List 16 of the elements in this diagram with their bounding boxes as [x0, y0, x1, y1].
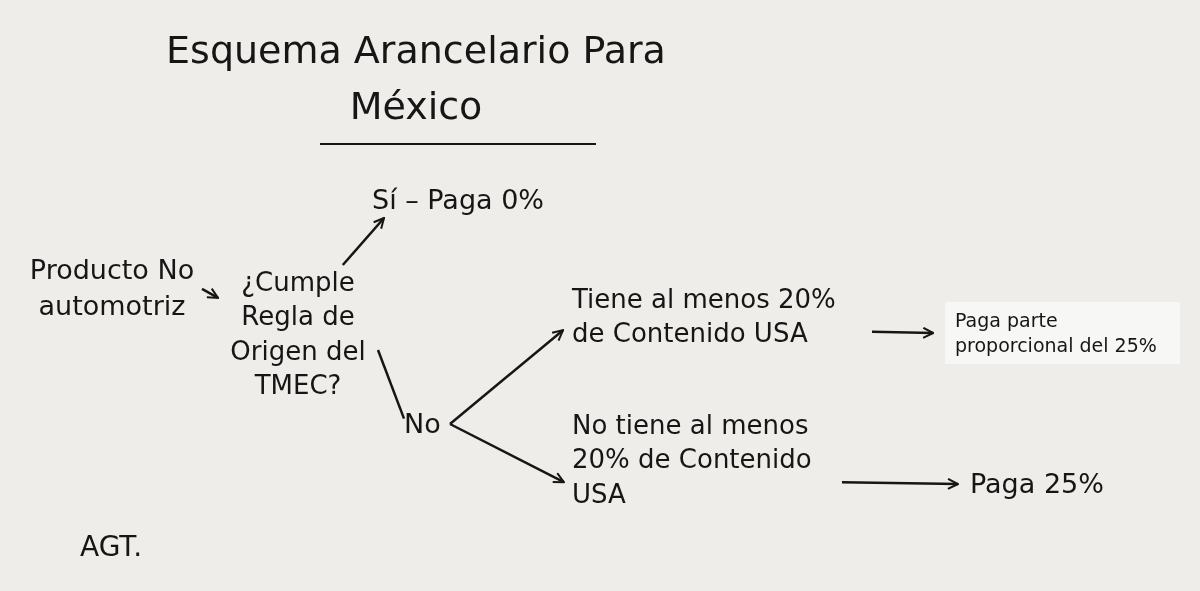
- diagram-title: Esquema Arancelario Para México: [165, 27, 667, 130]
- step-text: Paga 25%: [970, 466, 1120, 502]
- arrow: [449, 329, 564, 425]
- step-text: Sí – Paga 0%: [372, 182, 612, 218]
- arrow: [449, 422, 565, 484]
- arrow: [871, 326, 935, 339]
- arrow: [201, 287, 219, 299]
- arrow: [341, 217, 385, 266]
- step-text: Tiene al menos 20% de Contenido USA: [572, 282, 872, 351]
- step-text: Producto No automotriz: [22, 252, 202, 324]
- step-text: No tiene al menos 20% de Contenido USA: [572, 408, 842, 511]
- result-box: Paga parte proporcional del 25%: [945, 302, 1180, 365]
- signature-text: AGT.: [80, 530, 143, 563]
- step-text: No: [404, 406, 450, 442]
- step-text: ¿Cumple Regla de Origen del TMEC?: [218, 265, 378, 403]
- arrow: [841, 477, 959, 490]
